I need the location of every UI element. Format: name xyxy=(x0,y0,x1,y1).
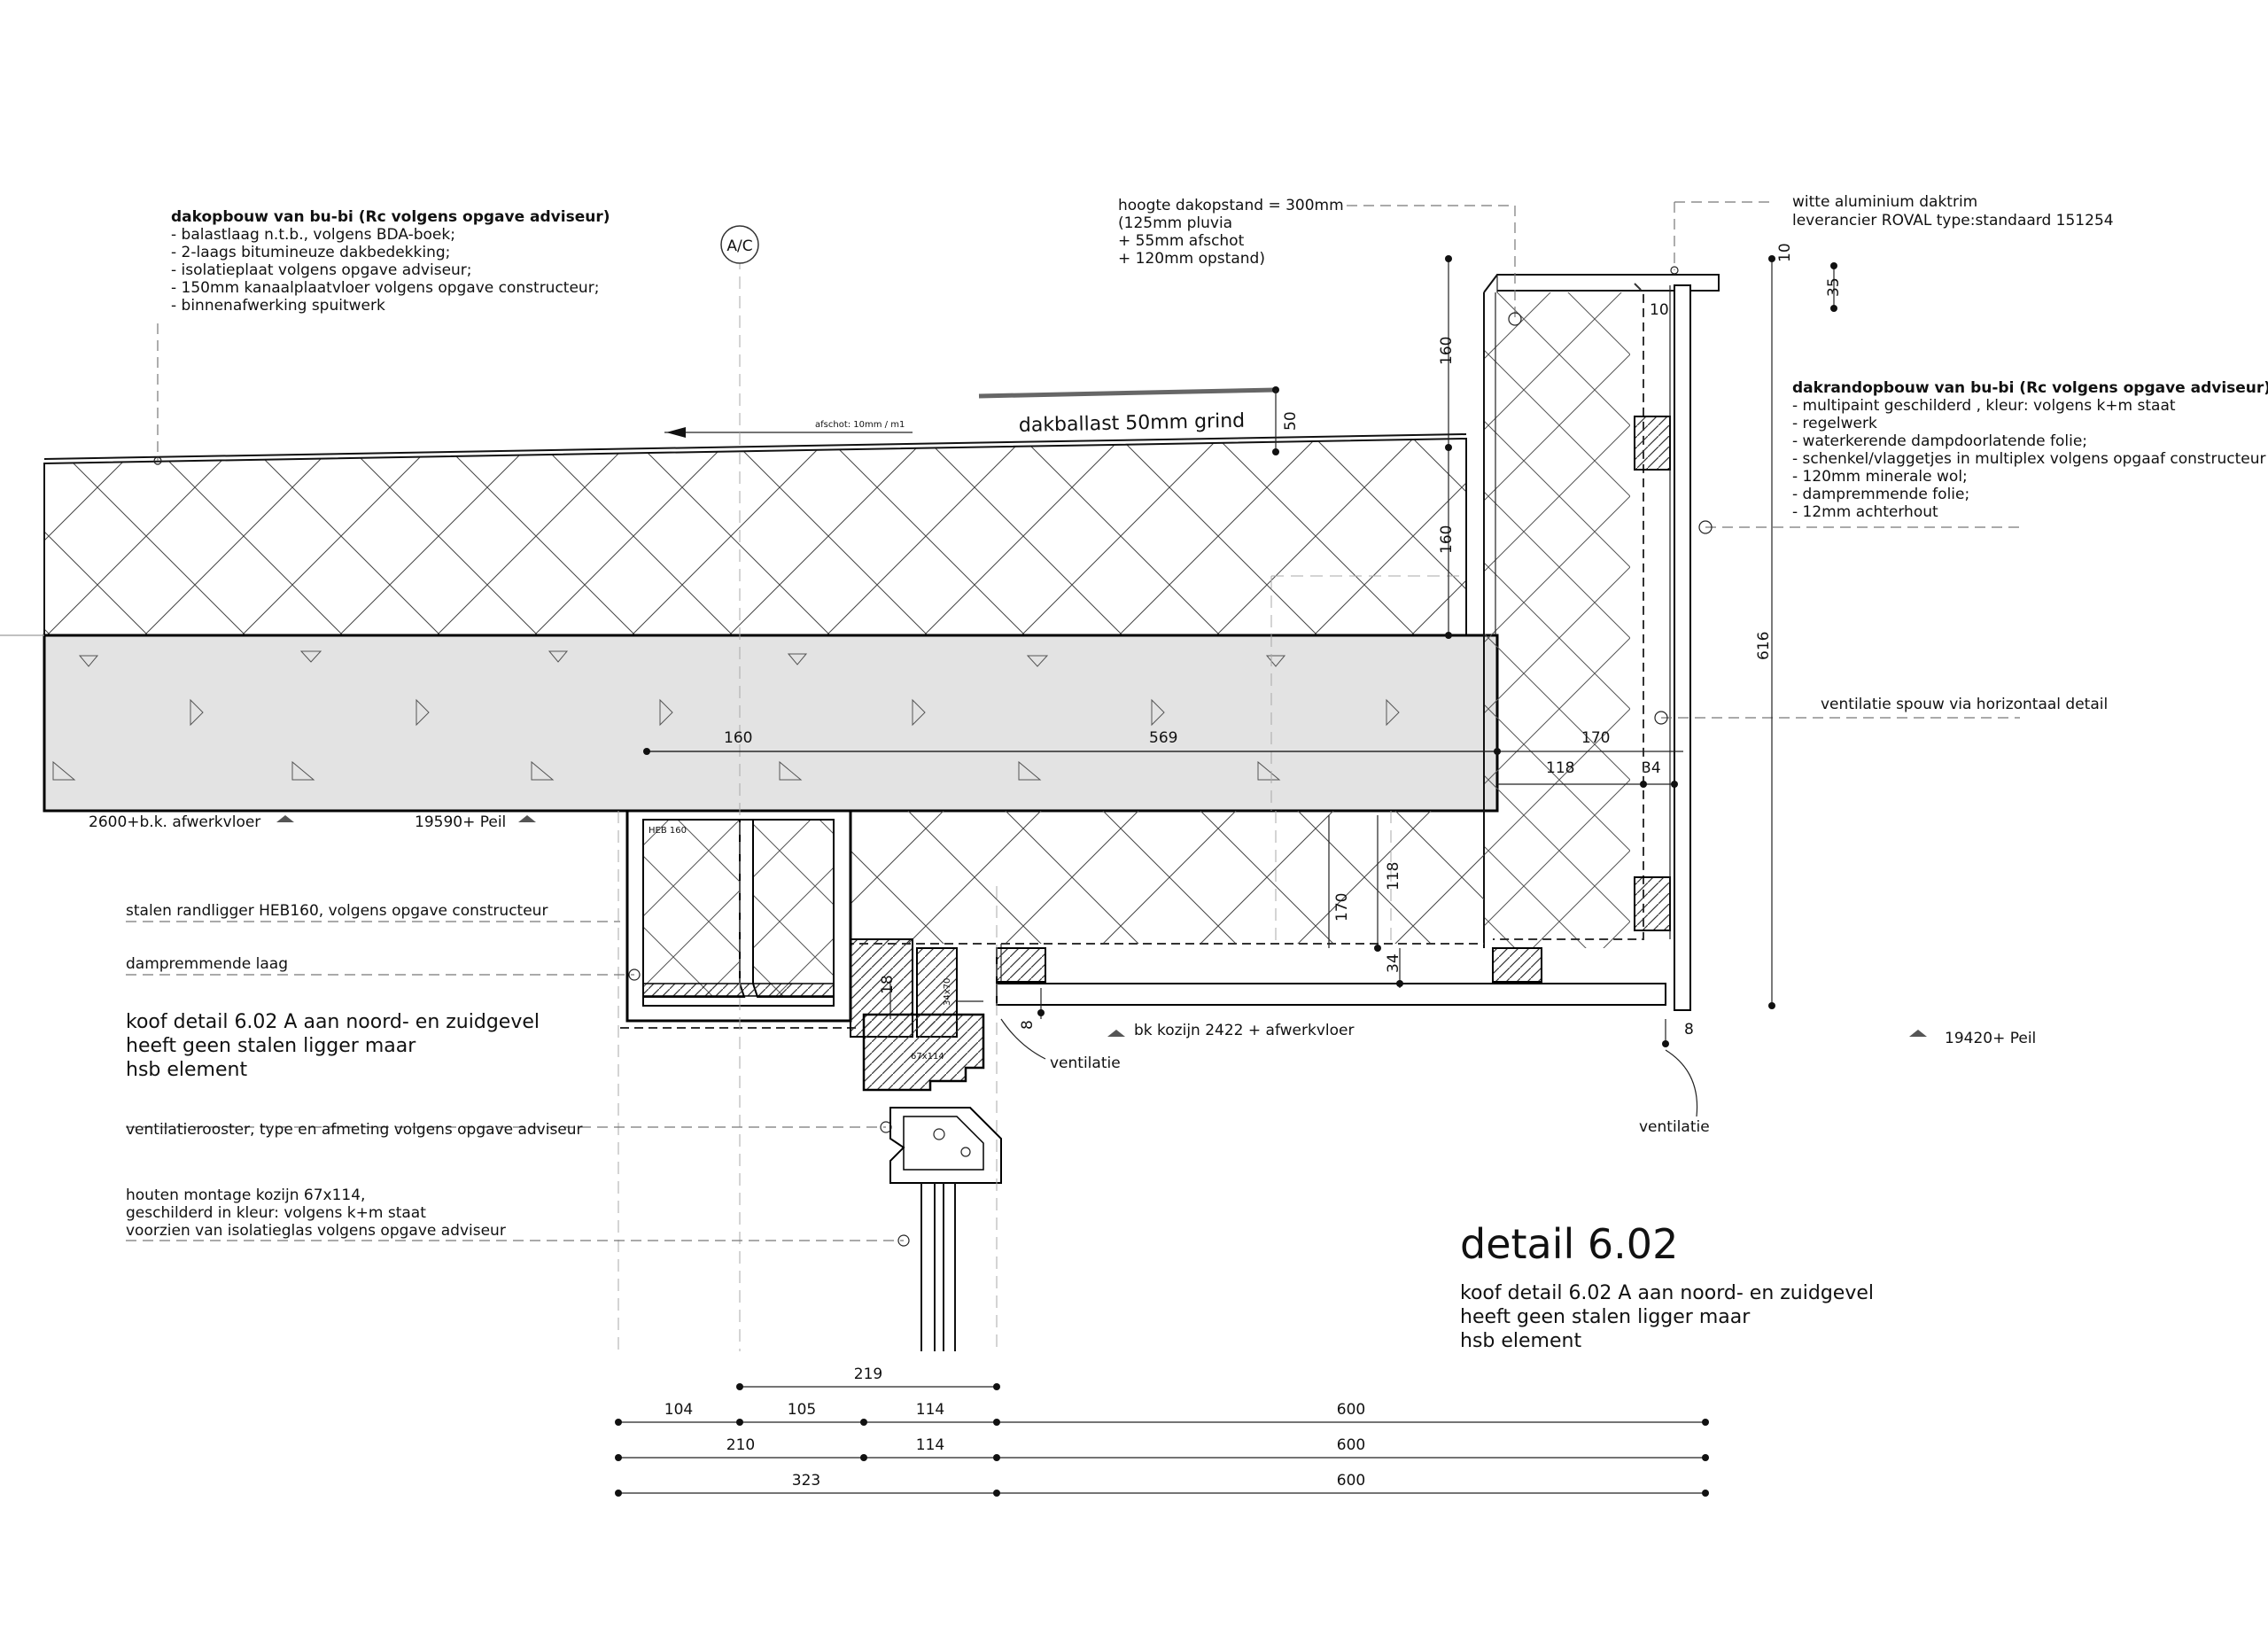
dim-value: 600 xyxy=(1337,1401,1365,1419)
dim-value: 34 xyxy=(1642,759,1661,777)
peil-level-left: 19590+ Peil xyxy=(415,813,506,831)
upstand-height-note: (125mm pluvia xyxy=(1118,214,1232,232)
frame-size-tag: 67x114 xyxy=(911,1052,944,1062)
dim-value: 114 xyxy=(916,1436,944,1454)
roof-edge-buildup-line: - dampremmende folie; xyxy=(1792,486,1969,503)
dim-value: 35 xyxy=(1825,277,1843,297)
upstand-height-note: + 120mm opstand) xyxy=(1118,250,1265,268)
dim-value: 50 xyxy=(1282,411,1300,431)
detail-title: detail 6.02 xyxy=(1460,1220,1678,1268)
roof-edge-buildup-line: - schenkel/vlaggetjes in multiplex volge… xyxy=(1792,450,2265,468)
soffit-box xyxy=(850,811,1666,1006)
slope-note: afschot: 10mm / m1 xyxy=(815,420,905,430)
dim-value: 160 xyxy=(724,729,752,747)
roof-edge-buildup-line: - 12mm achterhout xyxy=(1792,503,1938,521)
dim-value: 8 xyxy=(1684,1021,1694,1039)
ventilation-note-mid: ventilatie xyxy=(1050,1054,1121,1072)
dim-value: 104 xyxy=(664,1401,693,1419)
dim-value: 160 xyxy=(1438,337,1456,365)
soffit-note-left: hsb element xyxy=(126,1059,247,1081)
soffit-note-right: heeft geen stalen ligger maar xyxy=(1460,1306,1751,1328)
vent-grille-note: ventilatierooster, type en afmeting volg… xyxy=(126,1121,583,1139)
hollow-core-slab xyxy=(0,634,1499,813)
soffit-note-left: koof detail 6.02 A aan noord- en zuidgev… xyxy=(126,1011,540,1033)
vapour-barrier-note: dampremmende laag xyxy=(126,955,288,973)
roof-buildup-line: - 2-laags bitumineuze dakbedekking; xyxy=(171,244,450,261)
dim-value: 118 xyxy=(1385,862,1402,891)
ballast-note: dakballast 50mm grind xyxy=(1019,410,1246,437)
timber-size-tag: 34x70 xyxy=(943,978,952,1006)
dim-value: 114 xyxy=(916,1401,944,1419)
peil-level-right: 19420+ Peil xyxy=(1945,1030,2036,1047)
steel-beam-heb160 xyxy=(620,809,859,1029)
dim-value: 10 xyxy=(1776,243,1794,262)
dim-value: 616 xyxy=(1755,632,1773,660)
ventilation-note-right: ventilatie xyxy=(1639,1118,1710,1136)
roof-edge-upstand xyxy=(1483,274,1720,1011)
roof-buildup-line: - 150mm kanaalplaatvloer volgens opgave … xyxy=(171,279,599,297)
roof-trim-note: leverancier ROVAL type:standaard 151254 xyxy=(1792,212,2114,230)
roof-insulation-layer xyxy=(43,433,1467,636)
roof-edge-buildup-line: - multipaint geschilderd , kleur: volgen… xyxy=(1792,397,2176,415)
dim-value: 160 xyxy=(1438,525,1456,554)
roof-buildup-line: - balastlaag n.t.b., volgens BDA-boek; xyxy=(171,226,455,244)
annotation-leaders xyxy=(126,201,2020,1247)
window-frame-note: geschilderd in kleur: volgens k+m staat xyxy=(126,1204,426,1222)
ventilation-cavity-note: ventilatie spouw via horizontaal detail xyxy=(1821,696,2108,713)
roof-edge-buildup-line: - 120mm minerale wol; xyxy=(1792,468,1968,486)
annotation-texts: dakopbouw van bu-bi (Rc volgens opgave a… xyxy=(89,193,2268,1352)
floor-level-note: 2600+b.k. afwerkvloer xyxy=(89,813,260,831)
soffit-note-left: heeft geen stalen ligger maar xyxy=(126,1035,416,1057)
dim-value: 569 xyxy=(1149,729,1177,747)
heb-tag: HEB 160 xyxy=(649,826,687,836)
upstand-height-note: hoogte dakopstand = 300mm xyxy=(1118,197,1344,214)
dim-value: 170 xyxy=(1581,729,1610,747)
window-profile xyxy=(889,1107,1002,1351)
window-frame-note: voorzien van isolatieglas volgens opgave… xyxy=(126,1222,506,1240)
dim-value: 105 xyxy=(788,1401,816,1419)
dim-value: 10 xyxy=(1650,301,1669,319)
roof-buildup-line: - binnenafwerking spuitwerk xyxy=(171,297,385,315)
dim-value: 600 xyxy=(1337,1436,1365,1454)
upstand-height-note: + 55mm afschot xyxy=(1118,232,1245,250)
window-sill-level-note: bk kozijn 2422 + afwerkvloer xyxy=(1134,1022,1354,1039)
dim-value: 600 xyxy=(1337,1472,1365,1490)
dim-value: 219 xyxy=(854,1365,882,1383)
dim-value: 323 xyxy=(792,1472,820,1490)
soffit-note-right: hsb element xyxy=(1460,1330,1581,1352)
soffit-note-right: koof detail 6.02 A aan noord- en zuidgev… xyxy=(1460,1282,1874,1304)
dimension-texts: 10 35 10 160 50 160 616 160 569 170 118 … xyxy=(664,243,1843,1490)
window-frame-timber xyxy=(850,938,985,1092)
roof-buildup-line: - isolatieplaat volgens opgave adviseur; xyxy=(171,261,472,279)
dim-value: 118 xyxy=(1546,759,1574,777)
roof-edge-buildup-title: dakrandopbouw van bu-bi (Rc volgens opga… xyxy=(1792,379,2268,397)
roof-buildup-title: dakopbouw van bu-bi (Rc volgens opgave a… xyxy=(171,208,610,226)
steel-beam-note: stalen randligger HEB160, volgens opgave… xyxy=(126,902,548,920)
dim-value: 34 xyxy=(1385,953,1402,973)
roof-edge-buildup-line: - waterkerende dampdoorlatende folie; xyxy=(1792,432,2087,450)
dimension-lines xyxy=(276,255,1927,1497)
window-frame-note: houten montage kozijn 67x114, xyxy=(126,1186,365,1204)
dim-value: 210 xyxy=(726,1436,755,1454)
grid-axis-marker: A/C xyxy=(720,225,759,264)
dim-value: 8 xyxy=(1019,1020,1037,1030)
gravel-ballast-line xyxy=(664,386,1279,438)
axis-label: A/C xyxy=(726,237,752,255)
roof-edge-buildup-line: - regelwerk xyxy=(1792,415,1877,432)
dim-value: 170 xyxy=(1333,893,1351,922)
roof-trim-note: witte aluminium daktrim xyxy=(1792,193,1977,211)
dim-value: 18 xyxy=(879,975,897,994)
